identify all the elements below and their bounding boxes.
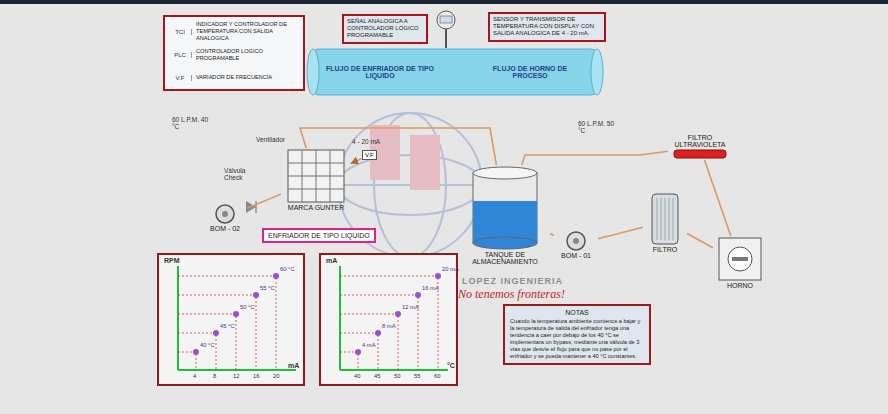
node-text: SENSOR Y TRANSMISOR DE TEMPERATURA CON D… xyxy=(493,16,601,38)
filter: FILTRO xyxy=(643,190,687,253)
chart-label: 55 °C xyxy=(260,285,275,292)
node-text: Cuando la temperatura ambiente comience … xyxy=(510,318,644,360)
node-text: SEÑAL ANALOGICA A CONTROLADOR LOGICO PRO… xyxy=(347,18,423,40)
chart-label: RPM xyxy=(164,257,180,265)
chart-label: 8 mA xyxy=(382,323,396,330)
oven-symbol xyxy=(717,236,763,282)
chart-label: 60 xyxy=(434,373,440,380)
node-text: BOM - 02 xyxy=(203,225,247,232)
pipe-connector xyxy=(522,151,668,165)
node-text: HORNO xyxy=(713,282,767,289)
node-text: V.F xyxy=(365,152,374,158)
legend-text: CONTROLADOR LOGICO PROGRAMABLE xyxy=(196,48,299,61)
legend-symbol: PLC xyxy=(169,52,192,58)
callout-box: SENSOR Y TRANSMISOR DE TEMPERATURA CON D… xyxy=(488,12,606,42)
chart-points xyxy=(178,273,441,370)
pipe-connector xyxy=(687,234,713,248)
legend-row: PLC CONTROLADOR LOGICO PROGRAMABLE xyxy=(169,43,299,66)
legend-symbol: V.F xyxy=(169,75,192,81)
chart-label: 8 xyxy=(213,373,216,380)
chart-label: 60 °C xyxy=(280,266,295,273)
pump-symbol xyxy=(214,203,236,225)
flow-pipe-band: FLUJO DE ENFRIADOR DE TIPO LIQUIDO FLUJO … xyxy=(305,45,605,99)
node-text: FLUJO DE ENFRIADOR DE TIPO LIQUIDO xyxy=(325,65,435,79)
label: Válvula Check xyxy=(224,167,262,182)
chart-label: 12 xyxy=(233,373,239,380)
watermark: No tenemos fronteras! xyxy=(458,288,565,302)
frequency-drive: V.F xyxy=(362,150,377,160)
chart-label: 45 xyxy=(374,373,380,380)
legend-row: TCI INDICADOR Y CONTROLADOR DE TEMPERATUR… xyxy=(169,20,299,43)
node-text: FLUJO DE HORNO DE PROCESO xyxy=(475,65,585,79)
label: Ventilador xyxy=(256,136,285,143)
pump: BOM - 01 xyxy=(554,230,598,259)
node-text: TANQUE DE ALMACENAMIENTO xyxy=(460,251,550,265)
chart-label: 55 xyxy=(414,373,420,380)
node-text: NOTAS xyxy=(510,309,644,316)
node-text: BOM - 01 xyxy=(554,252,598,259)
chart-frames xyxy=(158,254,457,385)
tank-symbol xyxy=(470,165,540,251)
chart-label: 16 mA xyxy=(422,285,439,292)
legend-box: TCI INDICADOR Y CONTROLADOR DE TEMPERATUR… xyxy=(163,15,305,91)
legend-text: INDICADOR Y CONTROLADOR DE TEMPERATURA C… xyxy=(196,21,299,41)
chart-label: 20 xyxy=(273,373,279,380)
node-text: MARCA GUNTER xyxy=(281,204,351,211)
label: 60 L.P.M. 40 °C xyxy=(172,116,212,131)
chart-label: mA xyxy=(326,257,337,265)
top-bar xyxy=(0,0,888,4)
notes-box: NOTAS Cuando la temperatura ambiente comi… xyxy=(503,304,651,365)
oven: HORNO xyxy=(713,236,767,289)
chart-label: 50 xyxy=(394,373,400,380)
node-text: FILTRO ULTRAVIOLETA xyxy=(668,134,732,148)
chart-label: mA xyxy=(288,362,299,370)
chart-label: 50 °C xyxy=(240,304,255,311)
chart-label: 4 mA xyxy=(362,342,376,349)
watermark: LOPEZ INGENIERIA xyxy=(462,276,563,286)
legend-symbol: TCI xyxy=(169,29,192,35)
chiller-symbol xyxy=(286,148,346,204)
chiller-unit: MARCA GUNTER xyxy=(281,148,351,211)
pump: BOM - 02 xyxy=(203,203,247,232)
pipe-connector xyxy=(550,234,554,236)
pipe-connector xyxy=(705,160,731,236)
node-text: FILTRO xyxy=(643,246,687,253)
pipe-connector xyxy=(247,194,281,208)
chiller-caption-box: ENFRIADOR DE TIPO LIQUIDO xyxy=(262,228,376,243)
pipe-connector xyxy=(598,227,643,239)
chart-label: 4 xyxy=(193,373,196,380)
node-text: ENFRIADOR DE TIPO LIQUIDO xyxy=(268,232,370,239)
legend-row: V.F VARIADOR DE FRECUENCIA xyxy=(169,66,299,89)
chart-label: 40 °C xyxy=(200,342,215,349)
legend-text: VARIADOR DE FRECUENCIA xyxy=(196,74,299,81)
chart-label: 45 °C xyxy=(220,323,235,330)
label: 4 - 20 mA xyxy=(352,138,380,145)
storage-tank: TANQUE DE ALMACENAMIENTO xyxy=(460,165,550,265)
callout-box: SEÑAL ANALOGICA A CONTROLADOR LOGICO PRO… xyxy=(342,14,428,44)
chart-label: 20 mA xyxy=(442,266,459,273)
sensor-symbol xyxy=(437,11,455,48)
uv-filter: FILTRO ULTRAVIOLETA xyxy=(668,134,732,160)
chart-label: 16 xyxy=(253,373,259,380)
chart-label: °C xyxy=(447,362,455,370)
filter-symbol xyxy=(649,190,681,246)
pipe-connector xyxy=(351,158,362,163)
uv-symbol xyxy=(672,148,728,160)
chart-label: 12 mA xyxy=(402,304,419,311)
pump-symbol xyxy=(565,230,587,252)
label: 60 L.P.M. 50 °C xyxy=(578,120,618,135)
chart-label: 40 xyxy=(354,373,360,380)
